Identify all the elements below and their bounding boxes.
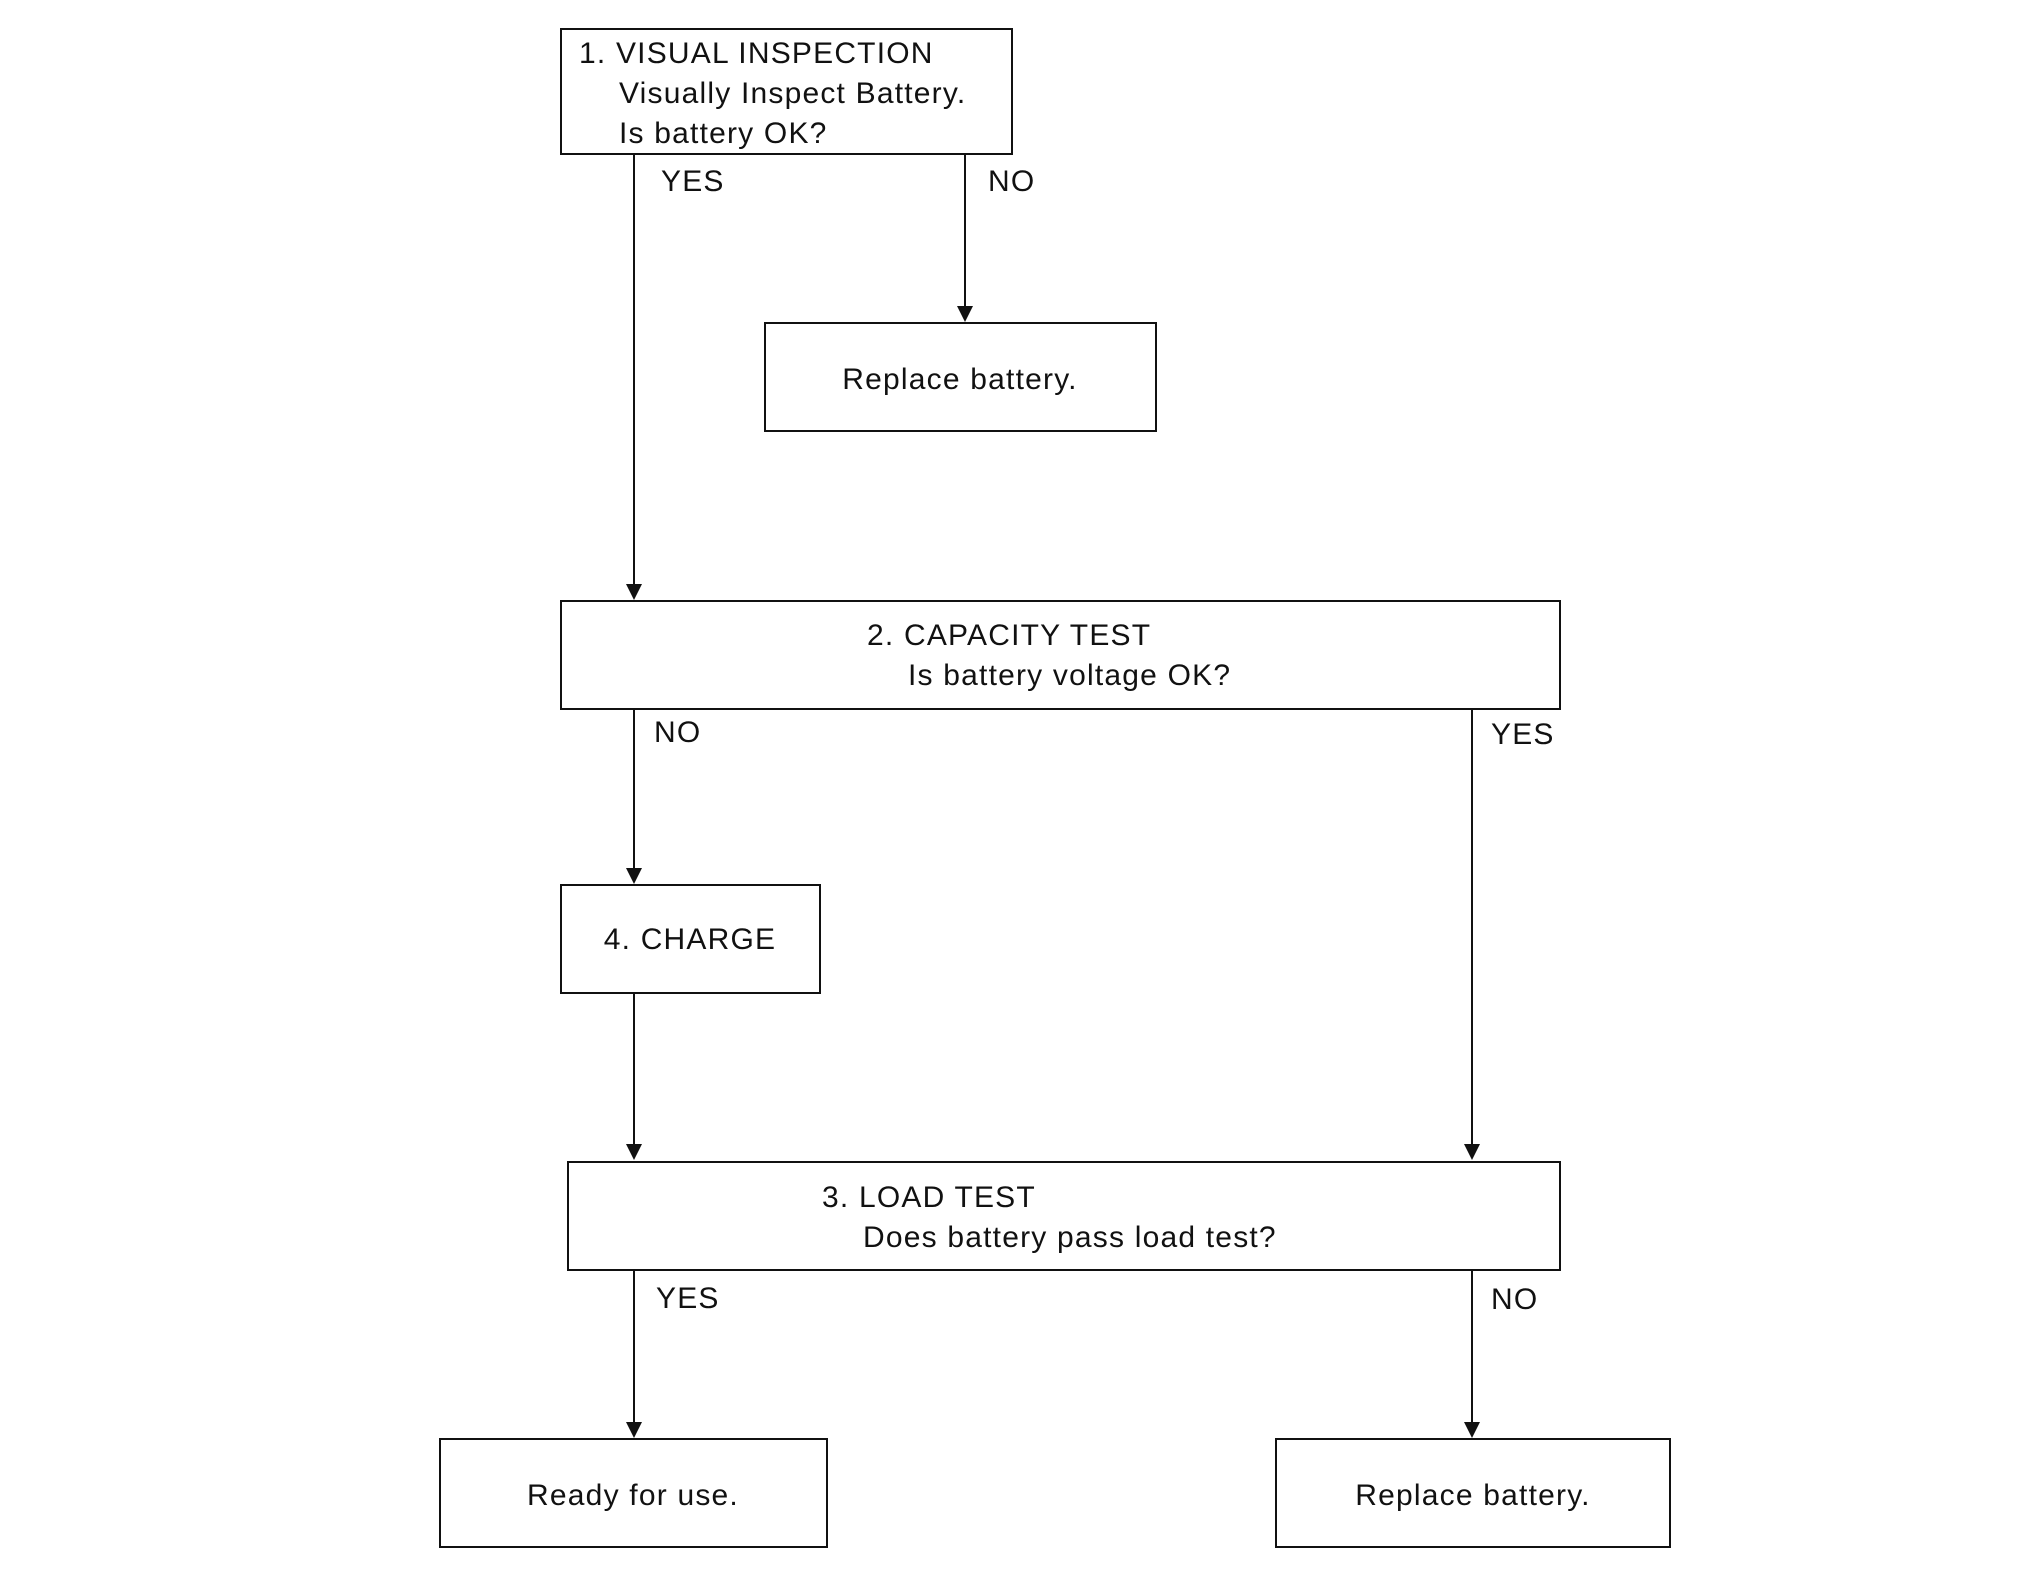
- load-test-title: 3. LOAD TEST: [822, 1181, 1036, 1214]
- arrowhead-step3-no: [1464, 1422, 1480, 1438]
- load-test-question: Does battery pass load test?: [863, 1221, 1277, 1254]
- capacity-test-question: Is battery voltage OK?: [908, 659, 1231, 692]
- arrowhead-step2-yes: [1464, 1144, 1480, 1160]
- replace-battery-box-1: Replace battery.: [764, 322, 1157, 432]
- load-test-box: 3. LOAD TEST Does battery pass load test…: [567, 1161, 1561, 1271]
- label-step2-yes: YES: [1491, 718, 1555, 751]
- arrowhead-step2-no: [626, 868, 642, 884]
- label-step1-no: NO: [988, 165, 1035, 198]
- label-step3-yes: YES: [656, 1282, 720, 1315]
- replace-battery-label-1: Replace battery.: [842, 363, 1077, 396]
- replace-battery-label-2: Replace battery.: [1355, 1479, 1590, 1512]
- charge-title: 4. CHARGE: [604, 923, 777, 956]
- label-step1-yes: YES: [661, 165, 725, 198]
- charge-box: 4. CHARGE: [560, 884, 821, 994]
- visual-inspection-box: 1. VISUAL INSPECTION Visually Inspect Ba…: [560, 28, 1013, 155]
- ready-for-use-label: Ready for use.: [527, 1479, 739, 1512]
- visual-inspection-instruction: Visually Inspect Battery.: [619, 77, 966, 110]
- capacity-test-title: 2. CAPACITY TEST: [867, 619, 1151, 652]
- arrowhead-charge-to-load: [626, 1144, 642, 1160]
- arrowhead-step3-yes: [626, 1422, 642, 1438]
- label-step3-no: NO: [1491, 1283, 1538, 1316]
- label-step2-no: NO: [654, 716, 701, 749]
- arrowhead-step1-yes: [626, 584, 642, 600]
- ready-for-use-box: Ready for use.: [439, 1438, 828, 1548]
- replace-battery-box-2: Replace battery.: [1275, 1438, 1671, 1548]
- capacity-test-box: 2. CAPACITY TEST Is battery voltage OK?: [560, 600, 1561, 710]
- arrowhead-step1-no: [957, 306, 973, 322]
- visual-inspection-question: Is battery OK?: [619, 117, 828, 150]
- visual-inspection-title: 1. VISUAL INSPECTION: [579, 37, 934, 70]
